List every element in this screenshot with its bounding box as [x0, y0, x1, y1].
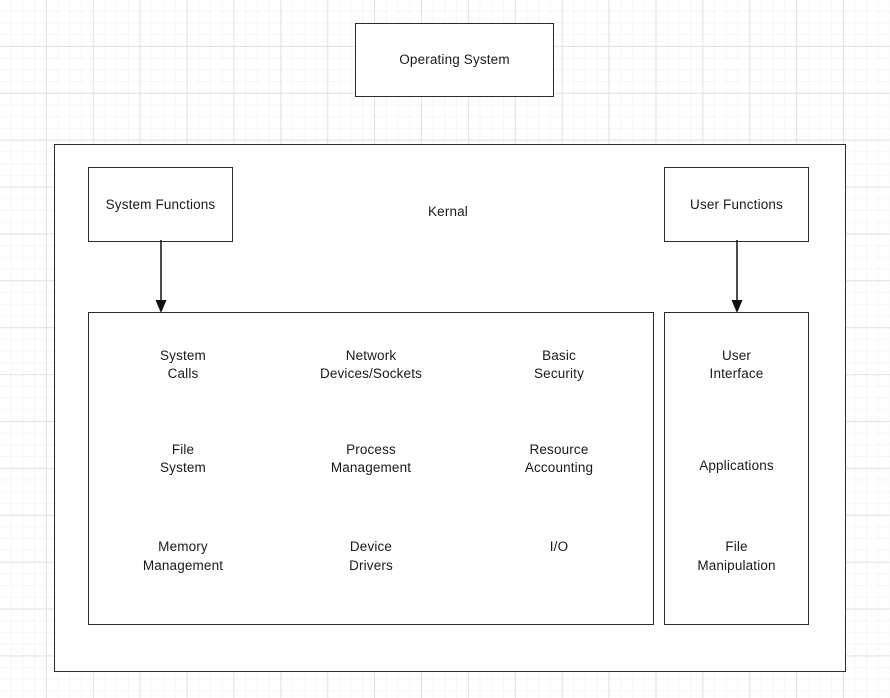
- user-service-label: Applications: [699, 457, 774, 473]
- user-service-label: User Interface: [709, 348, 764, 382]
- kernal-service-cell[interactable]: Device Drivers: [277, 518, 465, 616]
- user-service-cell[interactable]: File Manipulation: [665, 518, 808, 616]
- user-services-stack: User Interface Applications File Manipul…: [665, 313, 808, 624]
- user-service-cell[interactable]: User Interface: [665, 323, 808, 421]
- kernal-service-label: Resource Accounting: [524, 441, 594, 476]
- kernal-service-cell[interactable]: System Calls: [89, 323, 277, 421]
- kernal-service-label: Process Management: [330, 441, 412, 476]
- user-services-box[interactable]: User Interface Applications File Manipul…: [664, 312, 809, 625]
- kernal-service-label: File System: [160, 441, 206, 476]
- user-service-cell[interactable]: Applications: [665, 421, 808, 519]
- kernal-service-label: Device Drivers: [349, 539, 393, 573]
- kernal-service-label: Network Devices/Sockets: [319, 348, 423, 382]
- kernal-service-label: Basic Security: [534, 348, 584, 382]
- user-functions-box-label: User Functions: [690, 196, 783, 212]
- kernal-service-cell[interactable]: Network Devices/Sockets: [277, 323, 465, 421]
- kernal-service-label: System Calls: [160, 348, 206, 382]
- user-service-label: File Manipulation: [697, 539, 776, 573]
- kernal-service-cell[interactable]: Process Management: [277, 421, 465, 519]
- operating-system-box-label: Operating System: [399, 51, 510, 67]
- system-functions-box-label: System Functions: [105, 196, 216, 212]
- operating-system-box[interactable]: Operating System: [355, 23, 554, 97]
- kernal-service-cell[interactable]: Resource Accounting: [465, 421, 653, 519]
- kernal-service-label: Memory Management: [142, 539, 224, 573]
- kernal-service-label: I/O: [549, 539, 569, 555]
- user-functions-box[interactable]: User Functions: [664, 167, 809, 242]
- kernal-service-cell[interactable]: Basic Security: [465, 323, 653, 421]
- kernal-service-cell[interactable]: File System: [89, 421, 277, 519]
- kernal-services-box[interactable]: System Calls Network Devices/Sockets Bas…: [88, 312, 654, 625]
- kernal-services-grid: System Calls Network Devices/Sockets Bas…: [89, 313, 653, 624]
- kernal-service-cell[interactable]: Memory Management: [89, 518, 277, 616]
- kernal-service-cell[interactable]: I/O: [465, 518, 653, 616]
- kernal-title-label: Kernal: [428, 204, 468, 219]
- system-functions-box[interactable]: System Functions: [88, 167, 233, 242]
